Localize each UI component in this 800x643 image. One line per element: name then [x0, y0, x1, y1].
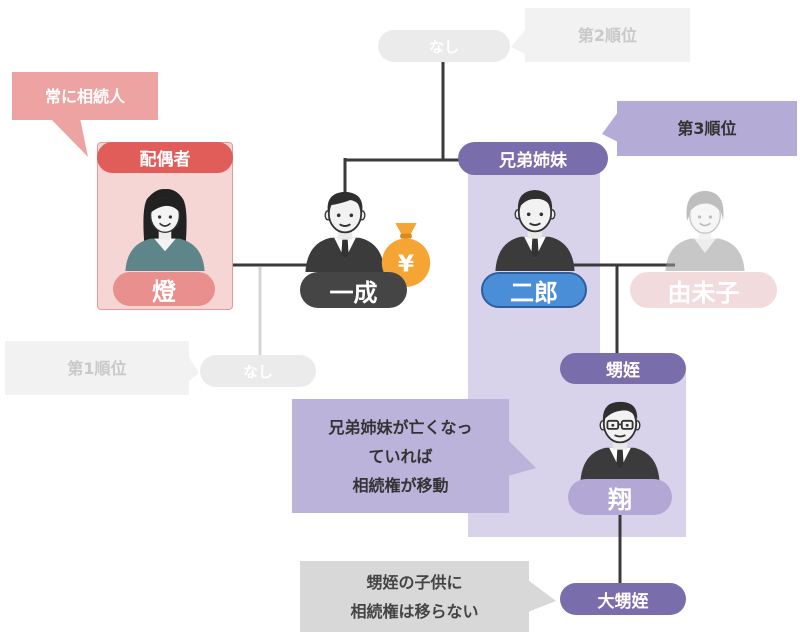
- rank3-callout: 第3順位: [617, 101, 797, 156]
- always-heir-label: 常に相続人: [44, 86, 125, 106]
- man-avatar-icon: [305, 191, 385, 272]
- rank1-callout: 第1順位: [5, 341, 189, 395]
- man-with-glasses-avatar-icon: [580, 401, 660, 482]
- faded-woman-avatar-icon: [665, 190, 745, 271]
- spouse-name-pill: 燈: [113, 272, 215, 306]
- sibling-spouse-name-pill: 由未子: [630, 272, 777, 308]
- parents-none-pill: なし: [378, 30, 510, 62]
- nephew-header: 甥姪: [560, 353, 686, 384]
- woman-avatar-icon: [125, 189, 205, 271]
- sibling-note-callout: 兄弟姉妹が亡くなっ ていれば 相続権が移動: [292, 399, 509, 513]
- siblings-header: 兄弟姉妹: [458, 142, 608, 175]
- rank1-label: 第1順位: [67, 358, 127, 378]
- callout-pointer: [508, 440, 536, 476]
- callout-pointer: [50, 118, 88, 157]
- man-avatar-icon: [495, 190, 575, 271]
- callout-pointer: [602, 112, 618, 142]
- rank2-label: 第2順位: [577, 25, 638, 45]
- deceased-name-pill: 一成: [300, 272, 407, 308]
- money-symbol: ¥: [398, 250, 414, 277]
- sibling-note-line: ていれば: [368, 446, 433, 466]
- grand-nephew-header: 大甥姪: [560, 583, 686, 615]
- grand-note-line: 相続権は移らない: [350, 601, 479, 621]
- grand-note-callout: 甥姪の子供に 相続権は移らない: [300, 561, 529, 632]
- grand-note-line: 甥姪の子供に: [366, 572, 463, 592]
- always-heir-callout: 常に相続人: [12, 72, 158, 120]
- nephew-name-pill: 翔: [568, 479, 672, 515]
- callout-pointer: [511, 30, 525, 54]
- rank2-callout: 第2順位: [525, 8, 690, 62]
- money-bag-icon: ¥: [381, 223, 431, 287]
- sibling-note-line: 相続権が移動: [352, 475, 449, 495]
- sibling-note-line: 兄弟姉妹が亡くなっ: [328, 417, 473, 437]
- spouse-header: 配偶者: [97, 142, 233, 173]
- sibling-name-pill: 二郎: [481, 272, 587, 308]
- callout-pointer: [528, 580, 556, 612]
- callout-pointer: [188, 356, 199, 382]
- children-none-pill: なし: [200, 355, 316, 387]
- rank3-label: 第3順位: [677, 119, 737, 138]
